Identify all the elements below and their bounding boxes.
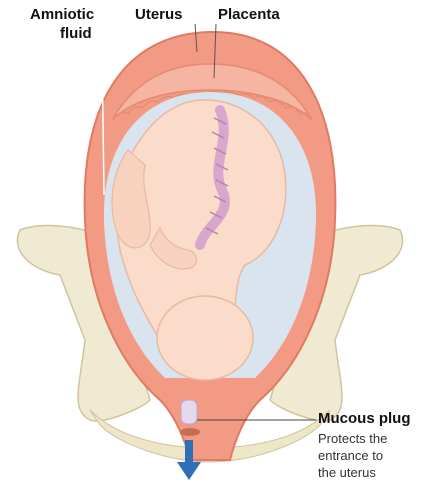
label-amniotic-fluid-line1: Amniotic xyxy=(30,6,94,24)
label-placenta: Placenta xyxy=(218,6,280,24)
cervix xyxy=(180,400,200,436)
mucous-plug-description: Protects the entrance to the uterus xyxy=(318,430,422,481)
label-amniotic-fluid-line2: fluid xyxy=(60,25,92,43)
cervix-opening xyxy=(180,428,200,436)
label-mucous-plug: Mucous plug xyxy=(318,410,411,428)
fetus-head xyxy=(157,296,253,380)
label-uterus: Uterus xyxy=(135,6,183,24)
mucous-plug xyxy=(181,400,197,424)
